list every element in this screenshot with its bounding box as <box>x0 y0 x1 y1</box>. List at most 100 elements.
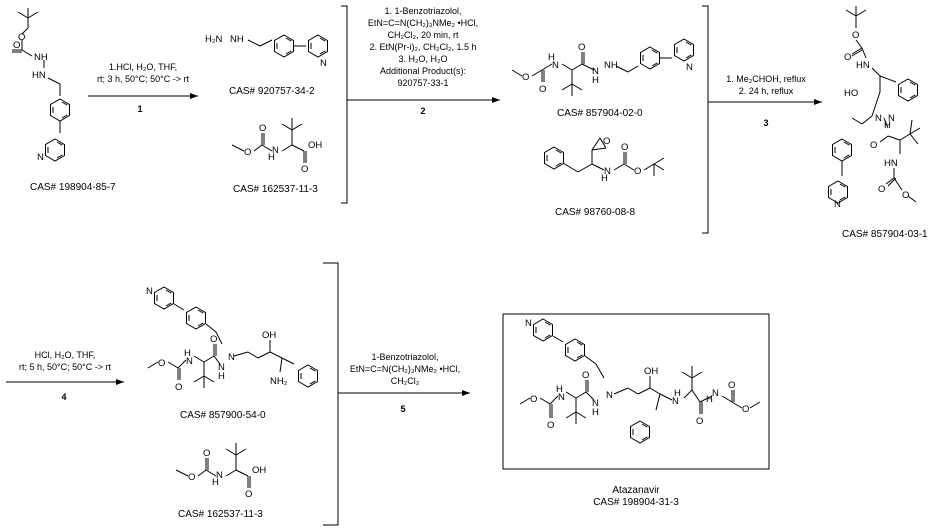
step-2-condition: 920757-33-1 <box>397 78 448 88</box>
atom-o: O <box>301 164 308 175</box>
atom-n: N <box>875 113 882 124</box>
compound-7-cas: CAS# 857900-54-0 <box>180 410 266 421</box>
step-3-condition: 1. Me₂CHOH, reflux <box>726 74 806 84</box>
step-5-condition: EtN=C=N(CH₂)₃NMe₂ •HCl, <box>350 364 460 374</box>
atom-n: N <box>888 113 895 124</box>
step-4-condition: rt; 5 h, 50°C; 50°C -> rt <box>19 362 111 372</box>
atom-h: H <box>212 477 219 488</box>
atom-nh: H <box>268 152 275 163</box>
product-name: Atazanavir <box>612 485 660 496</box>
atom-n: N <box>712 388 719 399</box>
atom-o: O <box>547 420 554 431</box>
atom-n: N <box>834 199 841 210</box>
atom-o: O <box>539 84 546 95</box>
atom-o: O <box>902 190 909 201</box>
step-4-number: 4 <box>61 392 66 402</box>
compound-3-structure <box>231 118 307 163</box>
atom-o: O <box>530 394 537 405</box>
atom-o: O <box>621 142 628 153</box>
compound-5-cas: CAS# 98760-08-8 <box>555 207 635 218</box>
atom-n: N <box>686 62 693 73</box>
atom-o: O <box>742 404 749 415</box>
step-2-condition: EtN=C=N(CH₂)₃NMe₂ •HCl, <box>368 18 478 28</box>
atom-o: O <box>852 30 859 41</box>
atom-o: O <box>522 72 529 83</box>
product-cas: CAS# 198904-31-3 <box>593 497 679 508</box>
compound-1-cas: CAS# 198904-85-7 <box>30 182 116 193</box>
atom-o: O <box>188 472 195 483</box>
atom-h: H <box>592 75 599 86</box>
atom-o: O <box>175 382 182 393</box>
atom-n: N <box>672 396 679 407</box>
atom-h: H <box>556 384 563 395</box>
atom-nh2: NH₂ <box>270 376 288 387</box>
atom-h: H <box>218 371 225 382</box>
atom-n: N <box>218 362 225 373</box>
atom-nh: NH <box>34 52 48 63</box>
compound-2-cas: CAS# 920757-34-2 <box>229 86 315 97</box>
atom-n: N <box>216 470 223 481</box>
compound-2-structure <box>247 34 328 58</box>
atom-h: H <box>548 52 555 63</box>
atom-n: N <box>186 356 193 367</box>
step-2-number: 2 <box>420 106 425 116</box>
atom-hn: HN <box>856 60 870 71</box>
bracket-3 <box>323 262 339 526</box>
atom-nh: NH <box>604 60 618 71</box>
atom-n: N <box>525 318 532 329</box>
atom-o: O <box>728 380 735 391</box>
step-2-condition: CH₂Cl₂, 20 min, rt <box>388 30 459 40</box>
atom-n: N <box>320 58 327 69</box>
atom-h: H <box>601 173 608 184</box>
atom-n: N <box>146 286 153 297</box>
compound-6-cas: CAS# 857904-03-1 <box>842 229 928 240</box>
compound-3-cas: CAS# 162537-11-3 <box>233 184 318 195</box>
atom-o: O <box>18 32 25 43</box>
atom-o: O <box>878 184 885 195</box>
atom-o: O <box>603 136 610 147</box>
compound-7-structure <box>147 286 318 388</box>
atom-o: O <box>578 42 585 53</box>
atazanavir-structure <box>519 318 761 444</box>
atom-oh: OH <box>252 465 266 476</box>
atom-h: H <box>184 348 191 359</box>
compound-4-cas: CAS# 857904-02-0 <box>557 108 643 119</box>
atom-n: N <box>604 166 611 177</box>
step-2-condition: 3. H₂O, H₂O <box>399 54 448 64</box>
atom-oh: OH <box>308 140 322 151</box>
compound-8-cas: CAS# 162537-11-3 <box>178 509 263 520</box>
step-1-condition: rt; 3 h, 50°C; 50°C -> rt <box>97 74 189 84</box>
step-1-condition: 1.HCl, H₂O, THF, <box>109 62 177 72</box>
atom-nh: H <box>706 394 713 405</box>
product-box <box>502 313 770 470</box>
step-5-condition: 1-Benzotriazolol, <box>371 352 438 362</box>
step-5-condition: CH₂Cl₂ <box>391 376 420 386</box>
atom-hn: HN <box>32 70 46 81</box>
step-2-condition: Additional Product(s): <box>380 66 466 76</box>
compound-1-structure <box>12 8 70 162</box>
atom-o: O <box>582 370 589 381</box>
atom-n: N <box>592 398 599 409</box>
atom-o: O <box>844 52 851 63</box>
bracket-2 <box>702 5 709 234</box>
atom-oh: OH <box>262 330 276 341</box>
atom-o: O <box>696 416 703 427</box>
atom-n: N <box>606 390 613 401</box>
bracket-1 <box>341 5 348 204</box>
atom-n: N <box>272 145 279 156</box>
step-2-condition: 1. 1-Benzotriazolol, <box>384 6 461 16</box>
step-4-condition: HCl, H₂O, THF, <box>35 350 96 360</box>
atom-o: O <box>259 123 266 134</box>
atom-o: O <box>210 334 217 345</box>
atom-h: H <box>674 388 681 399</box>
atom-o: O <box>158 358 165 369</box>
atom-h: H <box>592 407 599 418</box>
atom-hn: HN <box>884 158 898 169</box>
atom-h: H <box>884 120 891 131</box>
atom-n: N <box>558 392 565 403</box>
step-3-condition: 2. 24 h, reflux <box>739 86 794 96</box>
atom-o: O <box>245 489 252 500</box>
compound-6-structure <box>828 6 921 204</box>
step-2-condition: 2. EtN(Pr-i)₂, CH₂Cl₂, 1.5 h <box>370 42 477 52</box>
